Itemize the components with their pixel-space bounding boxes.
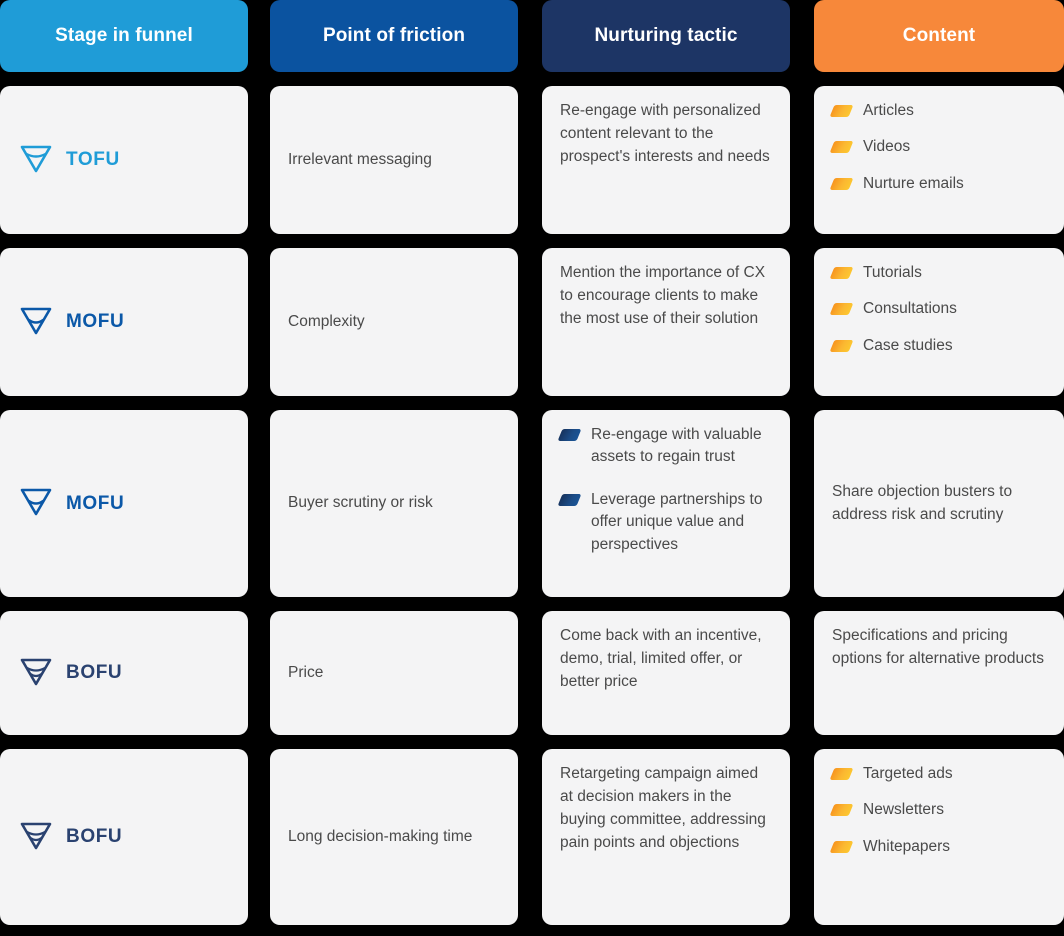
bullet-marker-icon (829, 177, 854, 190)
tactic-text: Retargeting campaign aimed at decision m… (560, 765, 766, 851)
list-item-label: Whitepapers (863, 837, 951, 855)
header-label: Point of friction (322, 25, 466, 46)
table-row: MOFU Complexity Mention the importance o… (0, 248, 1064, 396)
table-header-row: Stage in funnel Point of friction Nurtur… (0, 0, 1064, 72)
stage-label: BOFU (66, 662, 123, 683)
header-label: Content (902, 25, 976, 46)
tactic-bullet-list: Re-engage with valuable assets to regain… (557, 424, 772, 556)
friction-text: Long decision-making time (288, 827, 473, 845)
stage-cell: MOFU (0, 248, 248, 396)
header-stage-in-funnel: Stage in funnel (0, 0, 248, 72)
friction-text: Buyer scrutiny or risk (288, 494, 433, 512)
funnel-top-icon (18, 140, 54, 181)
bullet-marker-icon (829, 303, 854, 316)
list-item-label: Nurture emails (863, 174, 964, 192)
table-row: TOFU Irrelevant messaging Re-engage with… (0, 86, 1064, 234)
bullet-marker-icon (829, 105, 854, 117)
funnel-middle-icon (18, 483, 54, 524)
table-row: BOFU Long decision-making time Retargeti… (0, 749, 1064, 925)
content-bullet-list: Tutorials Consultations Case studies (829, 262, 1046, 357)
list-item: Videos (829, 136, 1046, 158)
list-item-label: Targeted ads (863, 765, 953, 782)
list-item: Consultations (829, 298, 1046, 320)
friction-cell: Complexity (270, 248, 518, 396)
stage-label: BOFU (66, 826, 123, 847)
content-cell: Tutorials Consultations Case studies (814, 248, 1064, 396)
bullet-marker-icon (829, 267, 854, 279)
stage-label: MOFU (66, 492, 125, 514)
list-item-label: Case studies (863, 336, 953, 354)
list-item: Newsletters (829, 799, 1046, 821)
bullet-marker-icon (829, 840, 854, 853)
content-text: Specifications and pricing options for a… (832, 627, 1044, 667)
tactic-text: Re-engage with personalized content rele… (560, 102, 770, 165)
bullet-marker-icon (829, 339, 854, 352)
header-nurturing-tactic: Nurturing tactic (542, 0, 790, 72)
list-item: Tutorials (829, 262, 1046, 284)
funnel-bottom-icon (18, 653, 54, 694)
header-content: Content (814, 0, 1064, 72)
tactic-cell: Re-engage with personalized content rele… (542, 86, 790, 234)
bullet-marker-icon (829, 804, 854, 817)
friction-cell: Buyer scrutiny or risk (270, 410, 518, 597)
tactic-cell: Mention the importance of CX to encourag… (542, 248, 790, 396)
friction-text: Price (288, 663, 324, 681)
header-label: Nurturing tactic (594, 25, 738, 46)
funnel-middle-icon (18, 302, 54, 343)
content-cell: Articles Videos Nurture emails (814, 86, 1064, 234)
tactic-cell: Come back with an incentive, demo, trial… (542, 611, 790, 735)
tactic-cell: Re-engage with valuable assets to regain… (542, 410, 790, 597)
content-text: Share objection busters to address risk … (832, 482, 1013, 523)
list-item-label: Consultations (863, 300, 957, 318)
content-bullet-list: Articles Videos Nurture emails (829, 100, 1046, 195)
content-cell: Targeted ads Newsletters Whitepapers (814, 749, 1064, 925)
list-item: Case studies (829, 335, 1046, 357)
list-item: Nurture emails (829, 173, 1046, 195)
stage-cell: MOFU (0, 410, 248, 597)
tactic-text: Mention the importance of CX to encourag… (560, 264, 766, 327)
list-item-label: Re-engage with valuable assets to regain… (591, 426, 762, 466)
stage-cell: TOFU (0, 86, 248, 234)
tactic-text: Come back with an incentive, demo, trial… (560, 627, 762, 690)
funnel-bottom-icon (18, 817, 54, 858)
friction-text: Irrelevant messaging (288, 150, 432, 168)
list-item: Targeted ads (829, 763, 1046, 785)
list-item-label: Leverage partnerships to offer unique va… (591, 490, 763, 553)
bullet-marker-icon (829, 768, 854, 780)
stage-label: TOFU (66, 149, 120, 170)
friction-cell: Irrelevant messaging (270, 86, 518, 234)
content-cell: Share objection busters to address risk … (814, 410, 1064, 597)
list-item-label: Tutorials (863, 264, 922, 281)
stage-cell: BOFU (0, 611, 248, 735)
bullet-marker-icon (557, 429, 582, 441)
table-row: MOFU Buyer scrutiny or risk Re-engage wi… (0, 410, 1064, 597)
list-item: Whitepapers (829, 836, 1046, 858)
stage-cell: BOFU (0, 749, 248, 925)
list-item: Articles (829, 100, 1046, 122)
friction-cell: Long decision-making time (270, 749, 518, 925)
friction-text: Complexity (288, 312, 365, 330)
friction-cell: Price (270, 611, 518, 735)
list-item-label: Videos (863, 138, 911, 156)
table-body: TOFU Irrelevant messaging Re-engage with… (0, 72, 1064, 936)
content-cell: Specifications and pricing options for a… (814, 611, 1064, 735)
bullet-marker-icon (557, 493, 582, 506)
table-row: BOFU Price Come back with an incentive, … (0, 611, 1064, 735)
list-item-label: Newsletters (863, 801, 944, 819)
list-item-label: Articles (863, 102, 914, 119)
list-item: Re-engage with valuable assets to regain… (557, 424, 772, 469)
tactic-cell: Retargeting campaign aimed at decision m… (542, 749, 790, 925)
bullet-marker-icon (829, 141, 854, 154)
content-bullet-list: Targeted ads Newsletters Whitepapers (829, 763, 1046, 858)
stage-label: MOFU (66, 311, 125, 332)
list-item: Leverage partnerships to offer unique va… (557, 489, 772, 556)
header-label: Stage in funnel (55, 25, 193, 46)
header-point-of-friction: Point of friction (270, 0, 518, 72)
